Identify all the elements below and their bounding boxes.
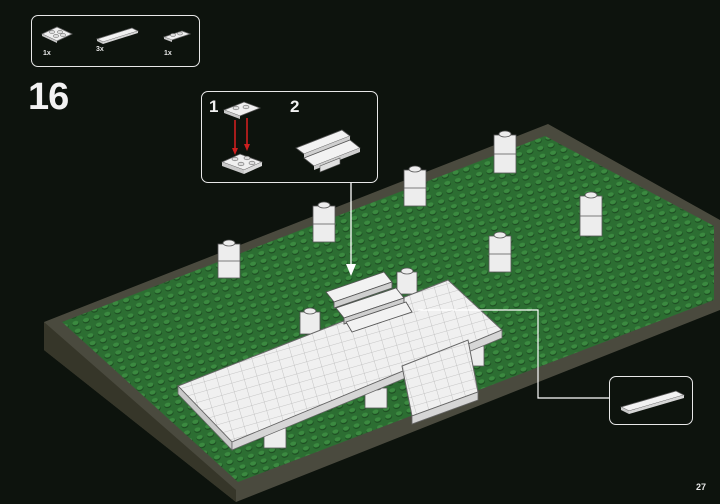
substep-number: 2: [290, 97, 300, 116]
pillar: [493, 130, 517, 174]
pillar: [217, 239, 241, 279]
part-qty: 1x: [164, 50, 172, 57]
parts-list: 1x 3x 1x: [31, 15, 200, 67]
placement-arrow: [346, 183, 356, 276]
step-number: 16: [28, 76, 69, 118]
step-tiles: [325, 271, 413, 333]
detail-leader-line: [418, 309, 609, 399]
pillar: [312, 201, 336, 243]
tile-1x6-icon: [95, 27, 140, 44]
pillar: [579, 191, 603, 237]
pillar: [488, 231, 512, 273]
subassembly-callout: 1 2: [201, 91, 378, 183]
plate-2x2-icon: [41, 26, 73, 43]
part-qty: 3x: [96, 46, 104, 53]
stacked-plates-icon: [220, 101, 264, 174]
pillar: [396, 267, 418, 295]
pillar: [299, 307, 321, 335]
pillar: [403, 165, 427, 207]
substep-number: 1: [209, 97, 219, 116]
page-number: 27: [695, 482, 706, 492]
part-qty: 1x: [43, 50, 51, 57]
plate-1x2-icon: [162, 30, 192, 42]
white-platform: [177, 279, 503, 451]
tile-1x6-icon: [619, 390, 686, 414]
detail-callout: [609, 376, 693, 425]
steps-assembly-icon: [295, 129, 361, 173]
